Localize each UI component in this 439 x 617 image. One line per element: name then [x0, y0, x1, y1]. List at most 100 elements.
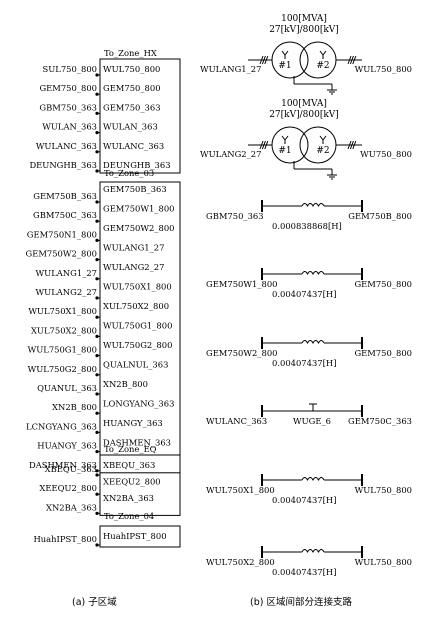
winding-2 [299, 126, 337, 164]
bus-node [95, 392, 99, 396]
wye-symbol [319, 50, 327, 59]
branch-value: 0.00407437[H] [272, 289, 336, 299]
zone-title: To_Zone_03 [104, 168, 154, 179]
bus-node [95, 277, 99, 281]
zone-bus-inside: LONGYANG_363 [103, 399, 174, 410]
zone-bus-inside: DASHMEN_363 [103, 438, 171, 449]
zone-bus-external: GBM750C_363 [33, 210, 97, 221]
zone-bus-external: WULANC_363 [36, 141, 97, 152]
branch-left-bus: WULANC_363 [206, 416, 267, 427]
bus-node [95, 469, 99, 473]
zone-bus-inside: GEM750W1_800 [103, 204, 174, 215]
inductor-icon [301, 549, 325, 554]
bus-node [95, 200, 99, 204]
bus-node [95, 111, 99, 115]
bus-tick [352, 140, 357, 150]
bus-node [95, 373, 99, 377]
zone-bus-external: WULANG1_27 [36, 268, 97, 279]
zone-bus-inside: XN2B_800 [103, 379, 148, 390]
bus-node [95, 334, 99, 338]
bus-tick [347, 140, 352, 150]
branch-left-bus: WUL750X1_800 [206, 485, 275, 496]
zone-bus-external: GEM750_800 [39, 83, 97, 94]
bus-tick [349, 55, 354, 65]
bus-node [95, 543, 99, 547]
zone-bus-external: GEM750W2_800 [26, 249, 97, 260]
transformer-voltage: 27[kV]/800[kV] [269, 25, 339, 35]
zone-bus-external: SUL750_800 [42, 64, 97, 75]
bus-node [95, 354, 99, 358]
branch-value: WUGE_6 [293, 416, 331, 427]
zone-bus-external: WUL750G1_800 [28, 345, 97, 356]
wye-symbol [319, 135, 327, 144]
zone-bus-inside: WUL750G1_800 [103, 321, 172, 332]
zone-bus-inside: GEM750W2_800 [103, 223, 174, 234]
bus-node [95, 473, 99, 477]
zone-bus-external: QUANUL_363 [37, 383, 97, 394]
zone-bus-external: GEM750N1_800 [27, 229, 97, 240]
bus-node [95, 430, 99, 434]
bus-node [95, 450, 99, 454]
transformer-left-bus: WULANG1_27 [200, 64, 261, 75]
branch-left-bus: GEM750W2_800 [206, 348, 277, 359]
branch-value: 0.000838868[H] [272, 221, 342, 231]
bus-node [95, 150, 99, 154]
zone-box [99, 58, 181, 174]
bus-node [95, 511, 99, 515]
zone-box [99, 454, 181, 516]
transformer-right-bus: WUL750_800 [355, 64, 412, 75]
transformer-rating: 100[MVA] [281, 99, 327, 109]
branch-right-bus: GEM750B_800 [348, 211, 412, 222]
branch-left-bus: GEM750W1_800 [206, 279, 277, 290]
zone-bus-external: XN2B_800 [52, 402, 97, 413]
zone-box [99, 181, 181, 474]
zone-bus-inside: DEUNGHB_363 [103, 160, 171, 171]
zone-bus-external: DEUNGHB_363 [29, 160, 97, 171]
zone-bus-inside: QUALNUL_363 [103, 360, 168, 371]
zone-bus-external: XEEQU2_800 [39, 483, 97, 494]
zone-bus-inside: XUL750X2_800 [103, 301, 169, 312]
winding-1-label: #1 [278, 61, 291, 71]
zone-1: To_Zone_HXWUL750_800GEM750_800GEM750_363… [29, 48, 181, 174]
branch-value: 0.00407437[H] [272, 358, 336, 368]
sub-zones: To_Zone_HXWUL750_800GEM750_800GEM750_363… [26, 48, 181, 548]
zone-bus-external: WUL750X1_800 [28, 306, 97, 317]
inductor-icon [301, 203, 325, 208]
bus-node [95, 73, 99, 77]
bus-node [95, 411, 99, 415]
bus-tick [259, 55, 264, 65]
bus-node [95, 219, 99, 223]
bus-tick [347, 55, 352, 65]
winding-2-label: #2 [316, 61, 329, 71]
zone-bus-inside: WUL750G2_800 [103, 340, 172, 351]
zone-2: To_Zone_03GEM750B_363GEM750W1_800GEM750W… [26, 168, 181, 474]
zone-bus-inside: WULANC_363 [103, 141, 164, 152]
transformer-voltage: 27[kV]/800[kV] [269, 110, 339, 120]
zone-bus-external: XBEQU_363 [45, 464, 97, 475]
winding-2 [299, 41, 337, 79]
transformer-left-bus: WULANG2_27 [200, 149, 261, 160]
bus-tick [259, 140, 264, 150]
branch-right-bus: GEM750_800 [354, 348, 412, 359]
zone-bus-inside: GEM750_363 [103, 102, 161, 113]
zone-bus-external: WULANG2_27 [36, 287, 97, 298]
bus-node [95, 296, 99, 300]
bus-node [95, 315, 99, 319]
winding-1-label: #1 [278, 146, 291, 156]
bus-tick [261, 140, 266, 150]
zone-bus-inside: HUANGY_363 [103, 418, 163, 429]
zone-bus-external: XN2BA_363 [46, 502, 97, 513]
zone-bus-inside: HuahIPST_800 [103, 531, 167, 542]
zone-box [99, 525, 181, 548]
branch-right-bus: GEM750_800 [354, 279, 412, 290]
zone-bus-inside: WULANG1_27 [103, 243, 164, 254]
wye-symbol [281, 50, 289, 59]
branch-3: GEM750W2_800 GEM750_800 0.00407437[H] [206, 337, 412, 368]
winding-1 [271, 126, 309, 164]
